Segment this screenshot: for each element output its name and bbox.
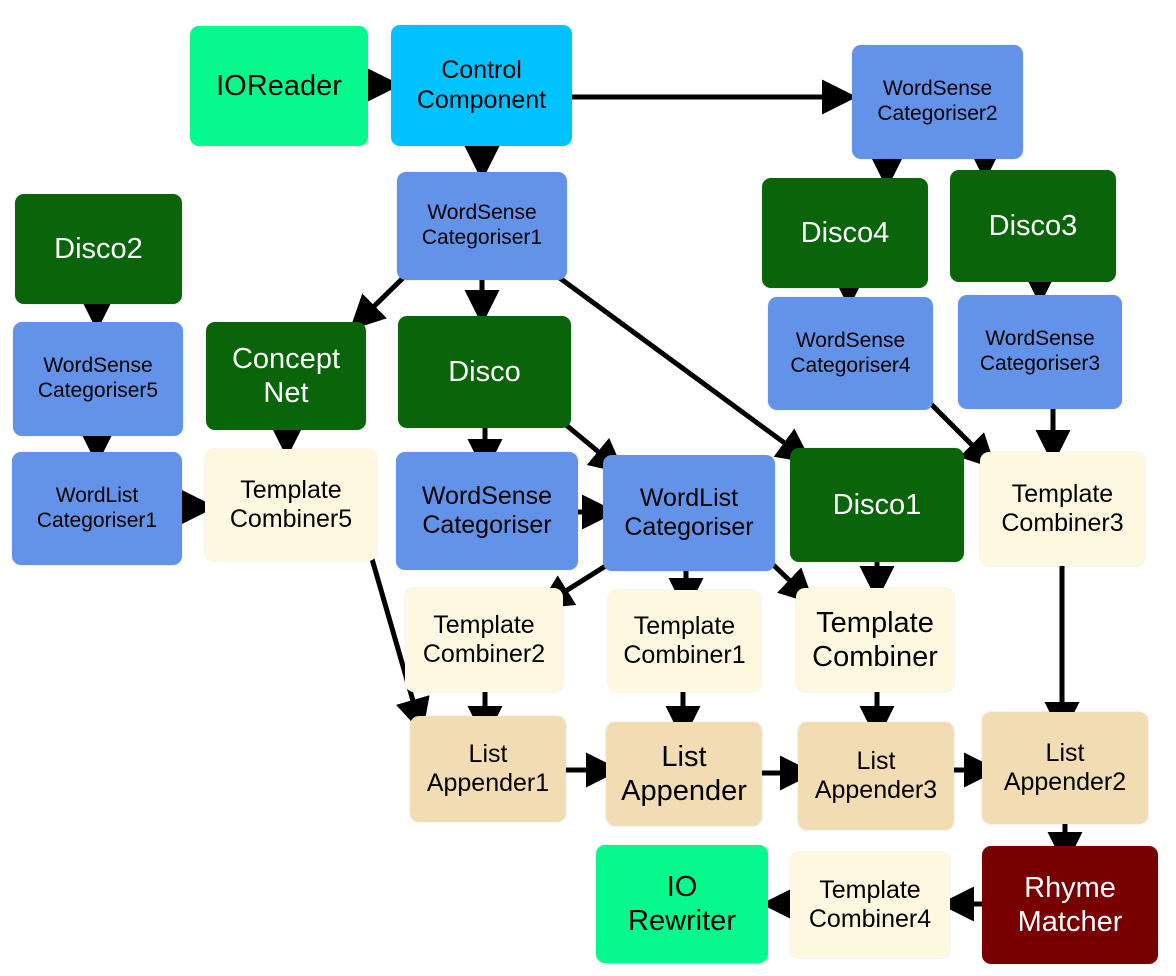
node-wlc1-label-line2: Categoriser1	[36, 508, 158, 532]
node-wsc2-label-line2: Categoriser2	[877, 102, 998, 125]
node-wsc5-label-line1: WordSense	[43, 354, 153, 378]
node-disco-label: Disco	[448, 355, 521, 388]
node-la-label-line2: Appender	[621, 775, 747, 807]
node-conceptnet-label-line2: Net	[263, 377, 309, 409]
node-la-label-line1: List	[661, 740, 707, 773]
node-tc4-label-line1: Template	[819, 875, 921, 904]
node-disco1: Disco1	[790, 448, 964, 562]
node-rhyme-matcher: Rhyme Matcher	[982, 846, 1158, 964]
node-wsc1-label-line1: WordSense	[427, 201, 537, 225]
node-tc3-label-line1: Template	[1011, 479, 1114, 508]
node-wsc4-label-line2: Categoriser4	[790, 353, 911, 377]
node-wlc1-label-line1: WordList	[55, 483, 139, 507]
node-disco3: Disco3	[950, 170, 1116, 282]
node-tc1-label-line2: Combiner1	[623, 641, 746, 669]
node-tc2-label-line1: Template	[433, 610, 535, 639]
node-wlc-label-line2: Categoriser	[624, 513, 754, 541]
node-wsc3-label-line2: Categoriser3	[979, 352, 1101, 375]
node-iorewriter-label-line2: Rewriter	[628, 905, 736, 937]
node-tc2-label-line2: Combiner2	[422, 640, 546, 668]
node-tc-label-line1: Template	[816, 606, 934, 639]
node-disco2-label: Disco2	[54, 232, 143, 265]
node-wordsense-categoriser4: WordSense Categoriser4	[768, 297, 933, 410]
node-tc5-label-line1: Template	[240, 475, 342, 504]
node-disco1-label: Disco1	[832, 488, 922, 521]
node-rhyme-label-line2: Matcher	[1017, 906, 1123, 938]
node-wordsense-categoriser1: WordSense Categoriser1	[397, 172, 567, 280]
node-wsc-label-line2: Categoriser	[422, 511, 552, 539]
node-template-combiner1: Template Combiner1	[608, 590, 761, 692]
node-wordsense-categoriser3: WordSense Categoriser3	[958, 295, 1122, 409]
node-wsc1-label-line2: Categoriser1	[421, 226, 543, 249]
node-wsc3-label-line1: WordSense	[985, 327, 1095, 351]
node-template-combiner5: Template Combiner5	[205, 449, 377, 561]
node-la3-label-line1: List	[856, 746, 896, 775]
arrow-wsc1-to-conceptnet	[349, 274, 407, 331]
node-template-combiner: Template Combiner	[796, 588, 954, 692]
node-disco2: Disco2	[15, 194, 182, 304]
node-wordsense-categoriser2: WordSense Categoriser2	[852, 45, 1023, 159]
node-iorewriter-label-line1: IO	[666, 870, 698, 903]
node-tc3-label-line2: Combiner3	[1001, 509, 1124, 537]
node-wsc5-label-line2: Categoriser5	[37, 379, 159, 402]
node-la1-label-line1: List	[468, 739, 508, 768]
node-tc1-label-line1: Template	[633, 611, 736, 640]
node-conceptnet: Concept Net	[206, 322, 366, 430]
node-control-component: Control Component	[391, 25, 572, 146]
node-wsc2-label-line1: WordSense	[882, 77, 993, 101]
node-tc4-label-line2: Combiner4	[808, 905, 932, 933]
node-la1-label-line2: Appender1	[426, 769, 550, 797]
node-list-appender: List Appender	[606, 722, 762, 826]
node-template-combiner2: Template Combiner2	[405, 588, 563, 692]
node-rhyme-label-line1: Rhyme	[1024, 871, 1116, 904]
node-list-appender1: List Appender1	[410, 716, 566, 822]
node-wordlist-categoriser: WordList Categoriser	[603, 455, 775, 571]
node-wordsense-categoriser5: WordSense Categoriser5	[13, 322, 183, 436]
node-disco4-label: Disco4	[800, 216, 890, 249]
node-wordsense-categoriser: WordSense Categoriser	[396, 452, 578, 570]
node-la2-label-line2: Appender2	[1003, 768, 1127, 796]
node-tc-label-line2: Combiner	[812, 641, 938, 673]
node-template-combiner3: Template Combiner3	[980, 452, 1145, 566]
node-conceptnet-label-line1: Concept	[231, 342, 340, 375]
node-wlc-label-line1: WordList	[639, 483, 739, 512]
node-control-label-line2: Component	[416, 85, 547, 114]
node-wsc-label-line1: WordSense	[421, 481, 553, 510]
node-control-label-line1: Control	[441, 56, 522, 84]
node-disco: Disco	[398, 316, 571, 428]
node-wordlist-categoriser1: WordList Categoriser1	[12, 452, 182, 565]
node-ioreader: IOReader	[190, 26, 368, 146]
node-ioreader-label: IOReader	[216, 69, 342, 102]
node-disco4: Disco4	[762, 178, 928, 288]
node-list-appender2: List Appender2	[982, 712, 1148, 824]
node-disco3-label: Disco3	[988, 209, 1078, 242]
node-io-rewriter: IO Rewriter	[596, 845, 768, 963]
node-wsc4-label-line1: WordSense	[795, 328, 906, 352]
node-template-combiner4: Template Combiner4	[790, 852, 950, 958]
node-list-appender3: List Appender3	[798, 722, 954, 830]
node-tc5-label-line2: Combiner5	[229, 505, 353, 533]
node-la2-label-line1: List	[1045, 738, 1085, 767]
node-la3-label-line2: Appender3	[814, 776, 938, 804]
